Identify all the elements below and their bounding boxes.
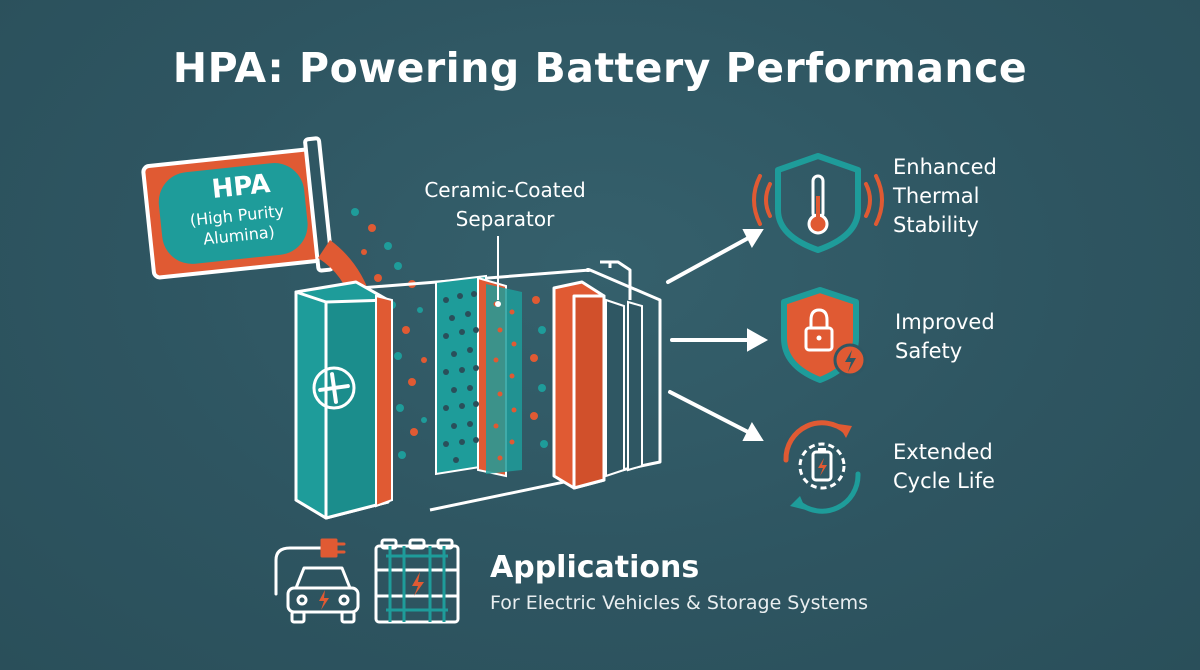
benefit-thermal-stability: Enhanced Thermal Stability xyxy=(893,153,997,240)
plus-icon xyxy=(312,366,356,410)
positive-electrode xyxy=(294,280,393,520)
benefit-3-line-1: Extended xyxy=(893,440,993,464)
battery-cycle-icon xyxy=(783,420,861,514)
page-title: HPA: Powering Battery Performance xyxy=(172,44,1028,92)
benefit-3-line-2: Cycle Life xyxy=(893,469,995,493)
benefit-1-line-2: Thermal xyxy=(893,184,980,208)
benefit-2-line-1: Improved xyxy=(895,310,995,334)
applications-title: Applications xyxy=(490,550,700,585)
negative-electrode xyxy=(552,280,643,490)
hpa-container xyxy=(141,136,372,306)
benefit-2-line-2: Safety xyxy=(895,339,963,363)
electric-car-icon xyxy=(274,538,360,624)
separator-label-line-1: Ceramic-Coated xyxy=(424,178,586,202)
benefit-1-line-3: Stability xyxy=(893,213,979,237)
storage-system-icon xyxy=(374,538,460,624)
thermometer-shield-icon xyxy=(752,153,884,253)
benefit-arrows xyxy=(666,229,769,441)
benefit-1-line-1: Enhanced xyxy=(893,155,997,179)
benefit-improved-safety: Improved Safety xyxy=(895,308,995,366)
separator-layer xyxy=(435,236,522,478)
lock-shield-icon xyxy=(781,287,867,383)
applications-subtitle: For Electric Vehicles & Storage Systems xyxy=(490,592,869,614)
benefit-cycle-life: Extended Cycle Life xyxy=(893,438,995,496)
separator-label-line-2: Separator xyxy=(455,207,555,231)
separator-label: Ceramic-Coated Separator xyxy=(380,176,630,234)
